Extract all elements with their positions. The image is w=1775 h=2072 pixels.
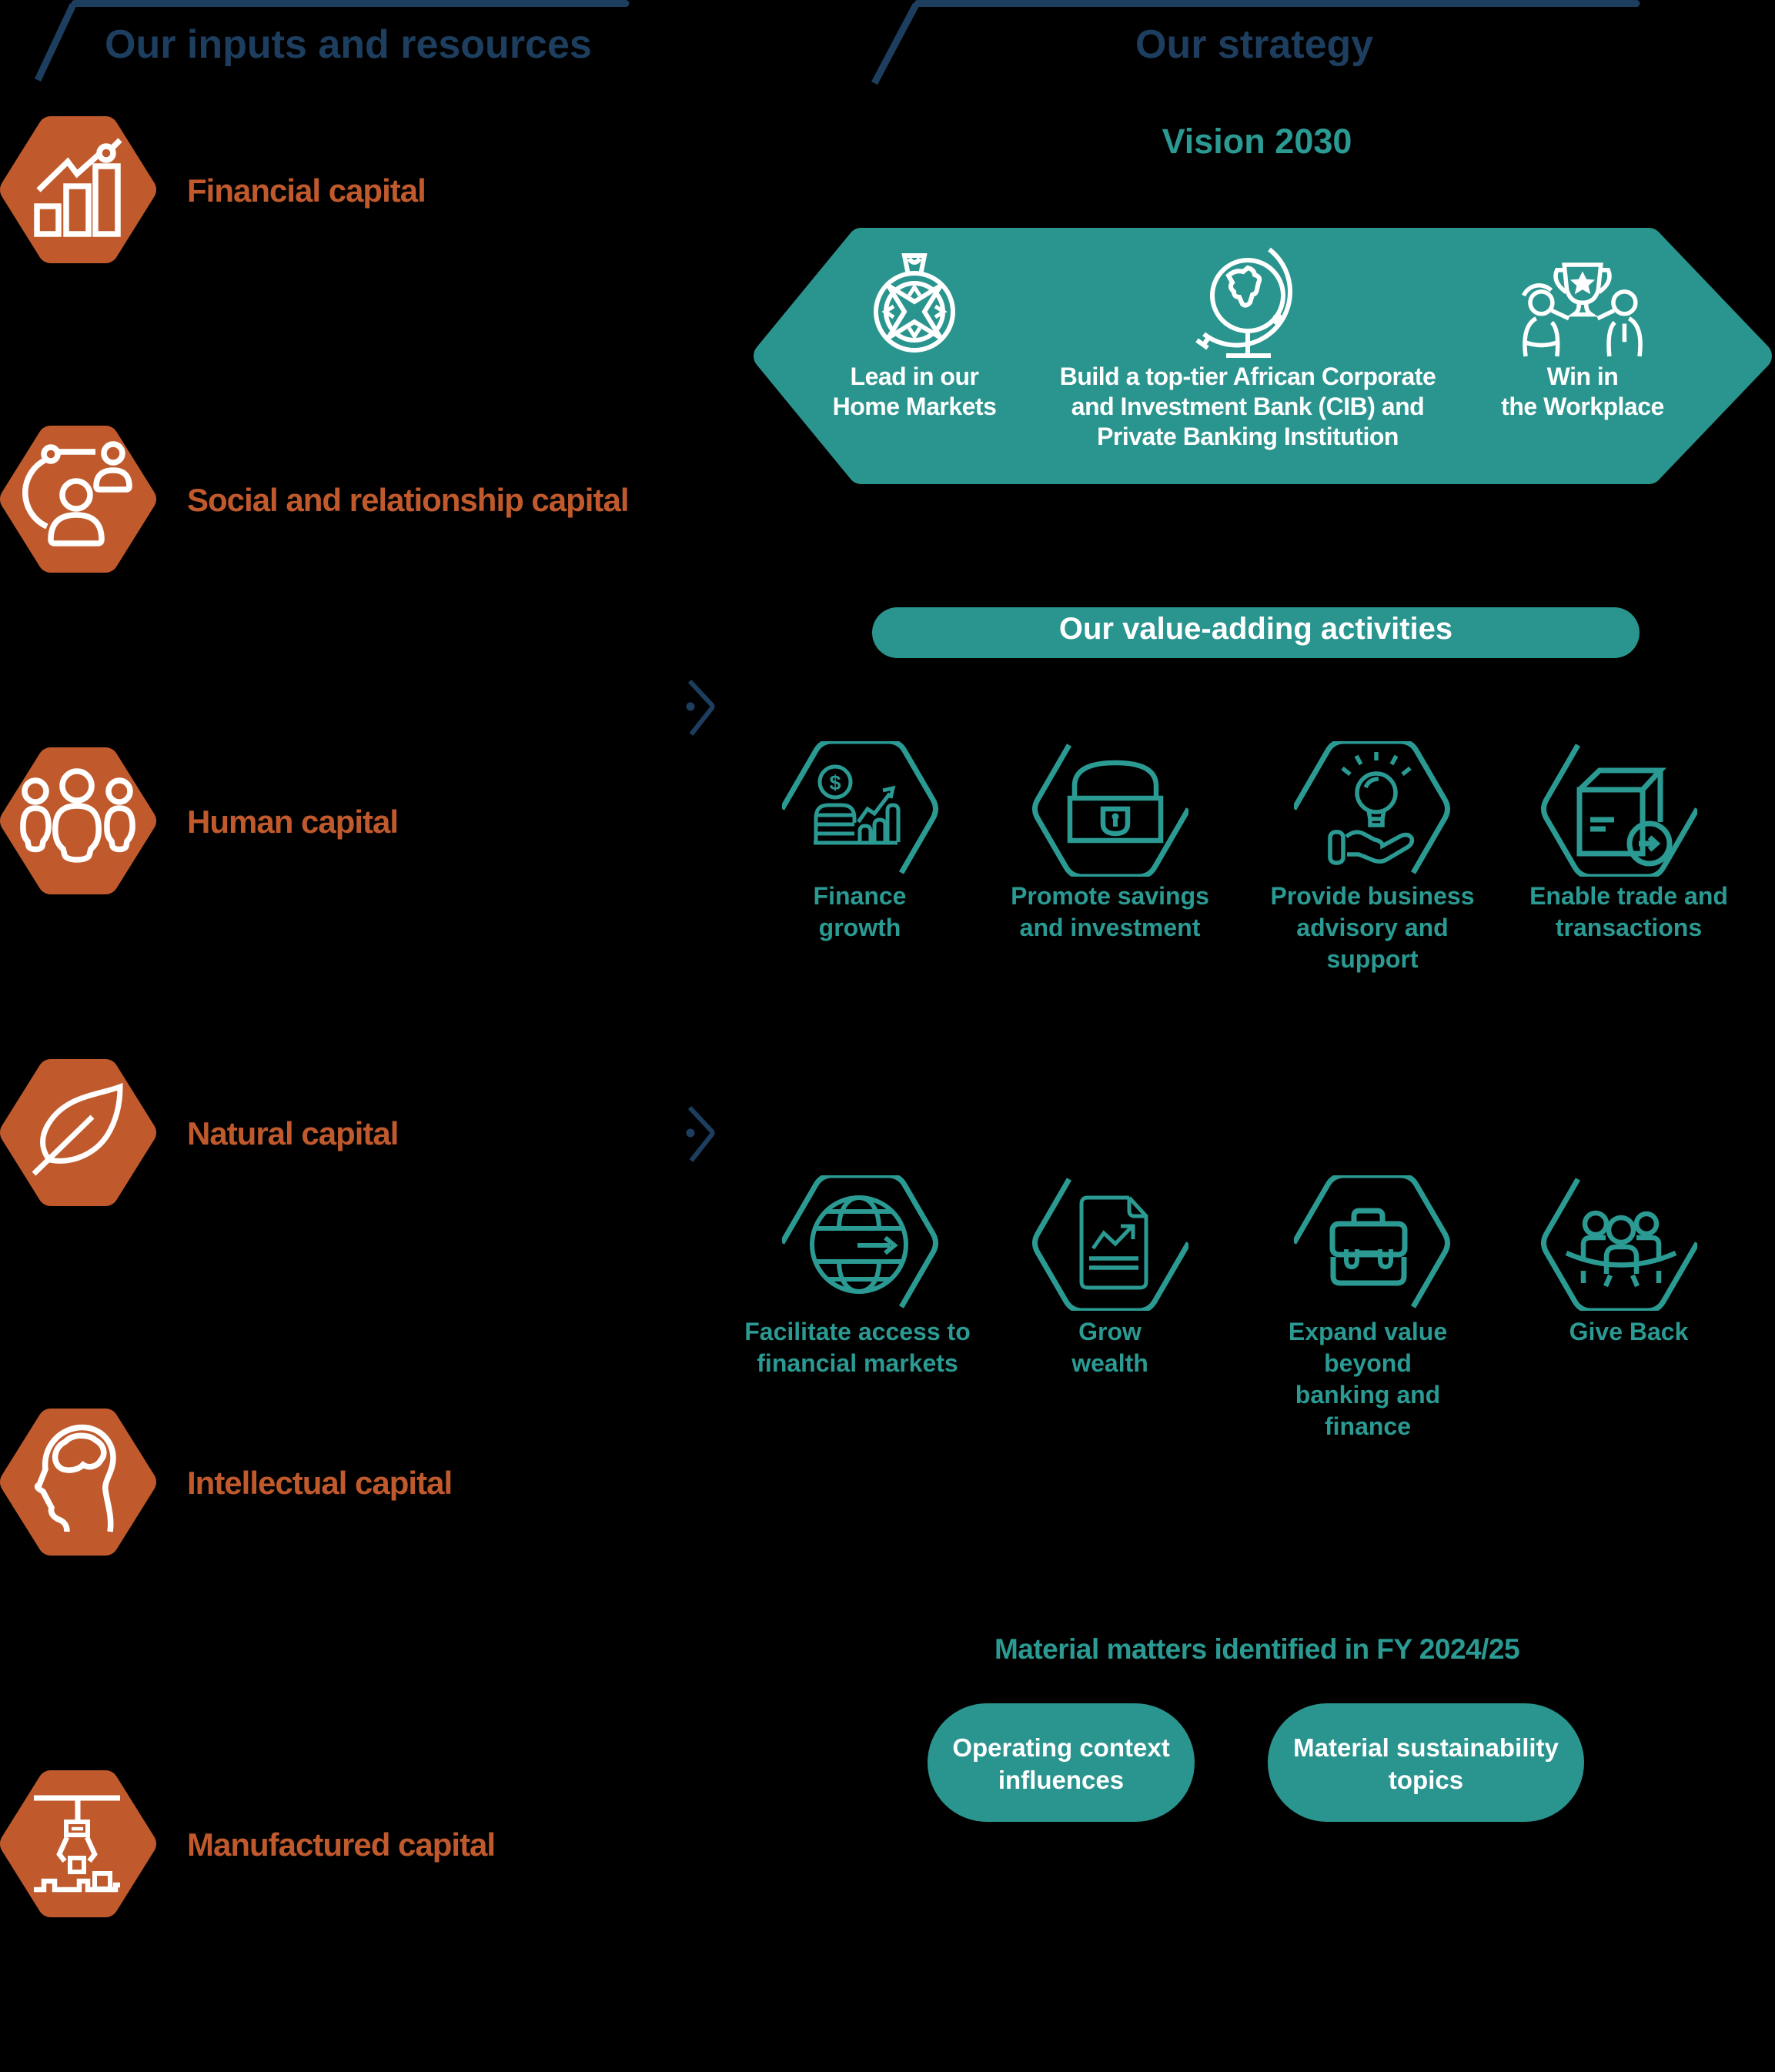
svg-text:$: $: [829, 771, 841, 794]
